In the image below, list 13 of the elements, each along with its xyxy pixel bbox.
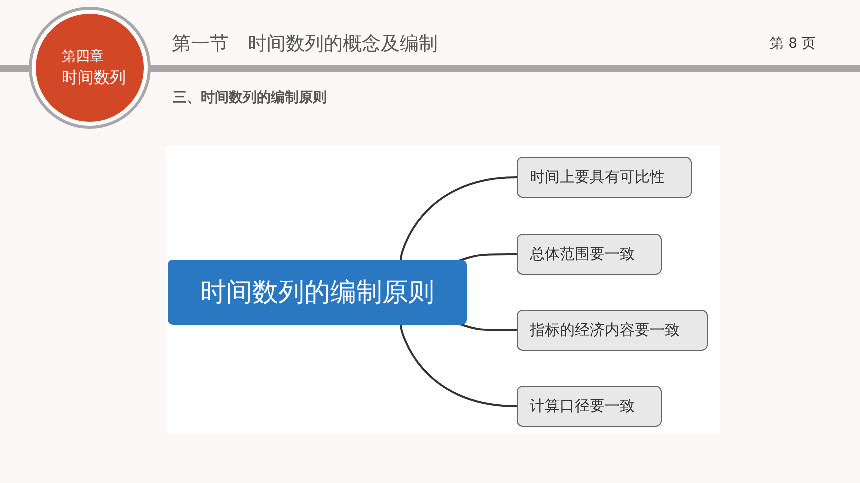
- chapter-badge: 第四章 时间数列: [32, 10, 148, 126]
- connector-curve: [400, 324, 518, 408]
- branch-topic-box: 计算口径要一致: [517, 386, 662, 427]
- branch-topic-box: 时间上要具有可比性: [517, 157, 692, 198]
- page-number: 第 8 页: [770, 35, 816, 53]
- connector-curve: [400, 176, 518, 260]
- section-title: 第一节 时间数列的概念及编制: [172, 32, 438, 57]
- branch-topic-box: 指标的经济内容要一致: [517, 310, 708, 351]
- connector-curve: [458, 254, 517, 262]
- central-topic-box: 时间数列的编制原则: [168, 260, 467, 325]
- connector-curve: [458, 323, 517, 332]
- subsection-heading: 三、时间数列的编制原则: [173, 89, 327, 107]
- branch-topic-box: 总体范围要一致: [517, 234, 662, 275]
